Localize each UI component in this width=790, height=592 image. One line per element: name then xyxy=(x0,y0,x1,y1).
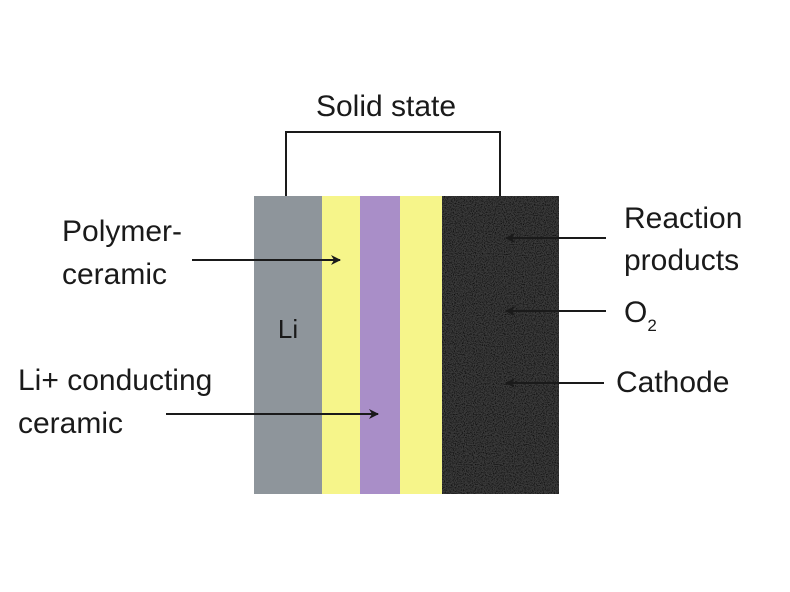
o2-label-base: O xyxy=(624,296,647,329)
li-conducting-label-line1: Li+ conducting xyxy=(18,364,212,397)
solid-state-bracket xyxy=(285,131,501,196)
li-label: Li xyxy=(278,314,298,344)
polymer-ceramic-layer-left xyxy=(322,196,360,494)
lithium-layer xyxy=(254,196,322,494)
polymer-ceramic-label-line1: Polymer- xyxy=(62,215,182,248)
polymer-ceramic-layer-right xyxy=(400,196,442,494)
polymer-ceramic-label-line2: ceramic xyxy=(62,258,167,291)
reaction-products-label-line1: Reaction xyxy=(624,202,742,235)
li-conducting-label-line2: ceramic xyxy=(18,407,123,440)
o2-label-subscript: 2 xyxy=(647,316,656,335)
o2-label: O2 xyxy=(624,296,657,335)
cathode-label: Cathode xyxy=(616,366,729,399)
cathode-texture xyxy=(442,196,559,494)
solid-state-label: Solid state xyxy=(316,90,456,123)
li-conducting-ceramic-layer xyxy=(360,196,400,494)
reaction-products-label-line2: products xyxy=(624,244,739,277)
